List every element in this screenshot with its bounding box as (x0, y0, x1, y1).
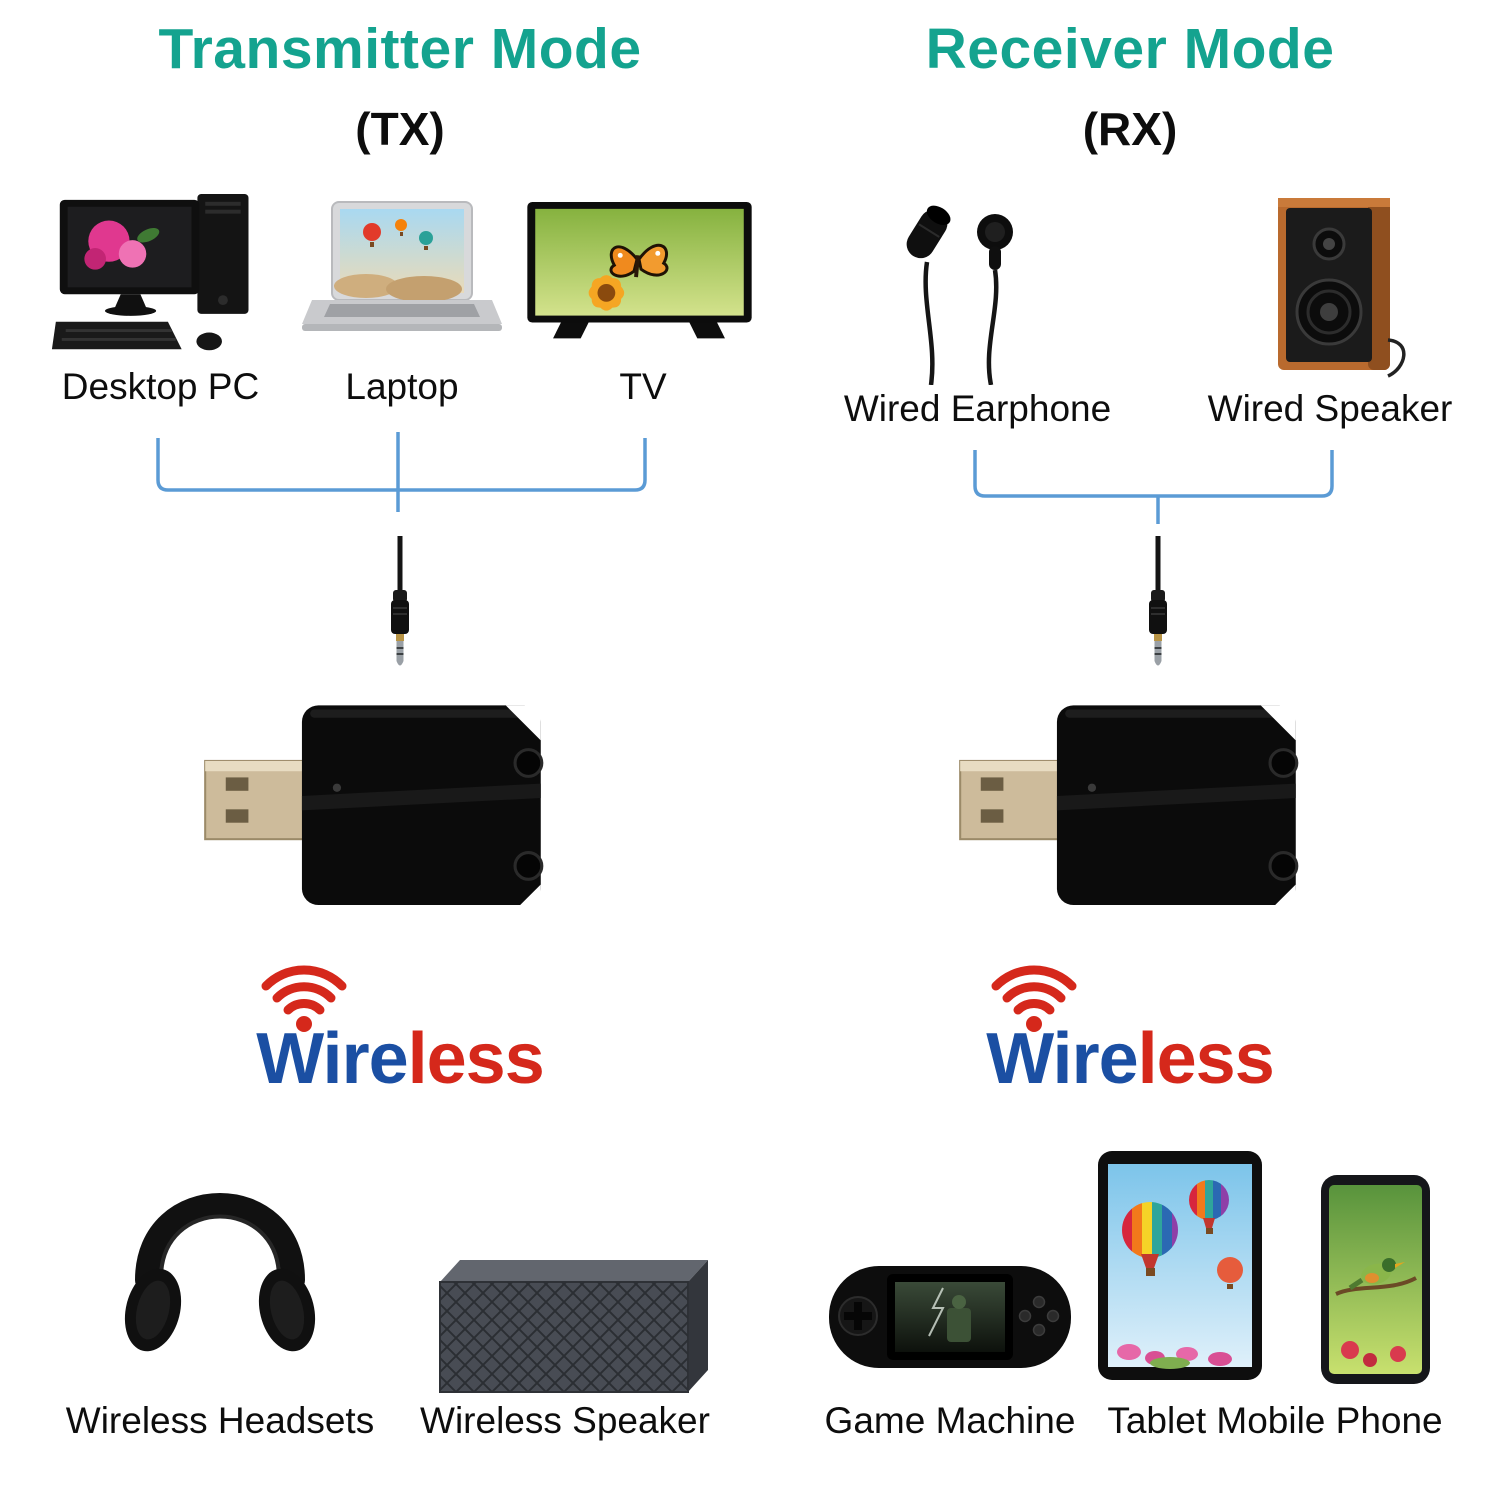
wired-speaker-icon (1278, 198, 1406, 378)
bracket-connector-tx (156, 432, 647, 512)
aux-cable-jack-rx (1149, 536, 1167, 666)
butterfly (609, 243, 669, 278)
wireless-word-wire: Wire (986, 1019, 1138, 1099)
wireless-logo-tx: Wireless (170, 962, 630, 1100)
wireless-speaker-label: Wireless Speaker (420, 1400, 710, 1441)
wired-speaker-label: Wired Speaker (1207, 388, 1453, 429)
desktop-pc-label: Desktop PC (61, 366, 260, 407)
wifi-signal-icon (261, 965, 347, 1032)
tablet-mobile-phone-label: Tablet Mobile Phone (1107, 1400, 1443, 1441)
desktop-pc-icon (51, 193, 249, 351)
wireless-word-less: less (407, 1019, 545, 1099)
wireless-headsets-icon (124, 1193, 316, 1352)
laptop-icon (302, 201, 502, 331)
aux-cable-jack-tx (391, 536, 409, 666)
wireless-word-less: less (1137, 1019, 1275, 1099)
wired-earphone-label: Wired Earphone (843, 388, 1112, 429)
tv-icon (527, 201, 752, 339)
usb-bluetooth-adapter-tx (204, 705, 544, 906)
transmitter-mode-subtitle: (TX) (355, 103, 445, 155)
transmitter-mode-title: Transmitter Mode (158, 17, 642, 81)
wireless-wordmark: Wireless (900, 1018, 1360, 1100)
receiver-mode-title: Receiver Mode (925, 17, 1335, 81)
wifi-signal-icon (991, 965, 1077, 1032)
laptop-label: Laptop (345, 366, 459, 407)
game-machine-icon (829, 1266, 1071, 1368)
bracket-connector-rx (973, 450, 1334, 524)
wireless-speaker-icon (439, 1260, 708, 1393)
wireless-word-wire: Wire (256, 1019, 408, 1099)
receiver-mode-subtitle: (RX) (1082, 103, 1178, 155)
flower (588, 275, 625, 311)
wireless-wordmark: Wireless (170, 1018, 630, 1100)
tablet-icon (1098, 1151, 1262, 1380)
wireless-headsets-label: Wireless Headsets (65, 1400, 375, 1441)
usb-bluetooth-adapter-rx (959, 705, 1299, 906)
tv-label: TV (619, 366, 667, 407)
wired-earphone-icon (906, 205, 1013, 385)
mobile-phone-icon (1321, 1175, 1430, 1384)
wireless-logo-rx: Wireless (900, 962, 1360, 1100)
game-machine-label: Game Machine (824, 1400, 1076, 1441)
